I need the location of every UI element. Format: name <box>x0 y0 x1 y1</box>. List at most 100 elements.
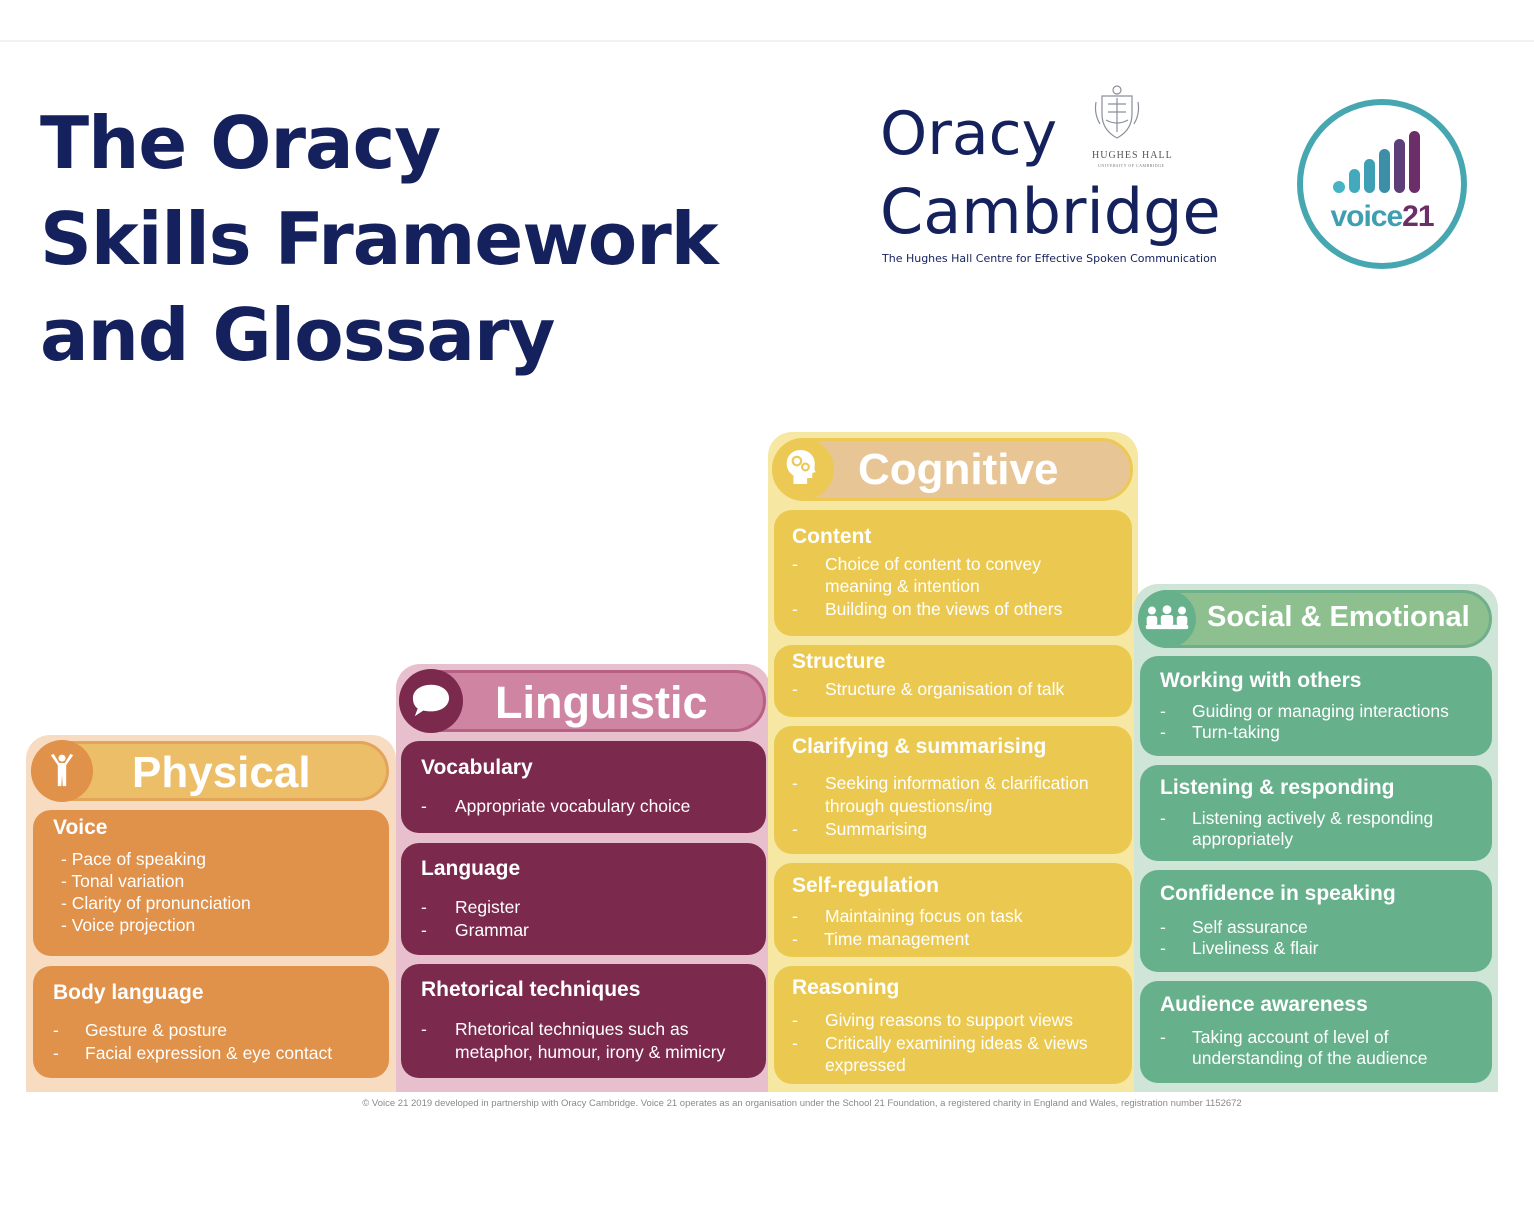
oracy-cambridge-logo: Oracy Cambridge The Hughes Hall Centre f… <box>880 85 1221 270</box>
bullet-dash: - <box>792 906 798 926</box>
language-item: Grammar <box>455 920 529 940</box>
rhetorical-item: metaphor, humour, irony & mimicry <box>455 1042 726 1062</box>
voice21-bars-icon <box>1333 131 1420 193</box>
audience-awareness-item: understanding of the audience <box>1192 1048 1428 1068</box>
self-regulation-item: Time management <box>824 929 970 949</box>
bullet-dash: - <box>1160 938 1166 958</box>
vocabulary-item: Appropriate vocabulary choice <box>455 796 691 816</box>
bullet-dash: - <box>1160 1027 1166 1047</box>
standing-person-icon <box>50 753 74 787</box>
voice-item: - Pace of speaking <box>61 849 206 869</box>
content-card-title: Content <box>792 525 872 548</box>
oracy-word: Oracy <box>880 99 1058 169</box>
confidence-in-speaking-card-title: Confidence in speaking <box>1160 882 1396 905</box>
reasoning-item: expressed <box>825 1055 906 1075</box>
content-item: meaning & intention <box>825 576 980 596</box>
body-language-card: Body language - Gesture & posture - Faci… <box>33 966 389 1078</box>
crest-caption: HUGHES HALL <box>1092 150 1173 161</box>
bullet-dash: - <box>792 819 798 839</box>
vocabulary-card: Vocabulary - Appropriate vocabulary choi… <box>401 741 766 833</box>
vocabulary-card-title: Vocabulary <box>421 756 533 779</box>
language-card: Language - Register - Grammar <box>401 843 766 955</box>
self-regulation-card: Self-regulation - Maintaining focus on t… <box>774 863 1132 957</box>
bullet-dash: - <box>421 920 427 940</box>
language-card-title: Language <box>421 857 521 880</box>
bullet-dash: - <box>1160 917 1166 937</box>
self-regulation-item: Maintaining focus on task <box>825 906 1023 926</box>
audience-awareness-card: Audience awareness - Taking account of l… <box>1140 981 1492 1083</box>
bullet-dash: - <box>421 897 427 917</box>
body-language-item: Gesture & posture <box>85 1020 228 1040</box>
group-of-people-icon <box>1145 605 1189 630</box>
reasoning-item: Giving reasons to support views <box>825 1010 1074 1030</box>
working-with-others-item: Turn-taking <box>1192 722 1280 742</box>
bullet-dash: - <box>1160 808 1166 828</box>
content-item: Choice of content to convey <box>825 554 1041 574</box>
listening-responding-card-title: Listening & responding <box>1160 776 1395 799</box>
body-language-item: Facial expression & eye contact <box>85 1043 333 1063</box>
head-with-gears-icon <box>786 450 816 484</box>
structure-card: Structure - Structure & organisation of … <box>774 645 1132 717</box>
structure-card-title: Structure <box>792 650 886 673</box>
listening-responding-item: appropriately <box>1192 829 1294 849</box>
voice21-logo: voice21 <box>1297 99 1467 269</box>
clarifying-item: Seeking information & clarification <box>825 773 1089 793</box>
clarifying-summarising-card: Clarifying & summarising - Seeking infor… <box>774 726 1132 854</box>
linguistic-header: Linguistic <box>399 669 766 733</box>
page-title: The Oracy Skills Framework and Glossary <box>40 95 719 383</box>
social-emotional-header: Social & Emotional <box>1138 590 1492 648</box>
voice-item: - Voice projection <box>61 915 196 935</box>
linguistic-heading: Linguistic <box>495 677 708 728</box>
bullet-dash: - <box>1160 722 1166 742</box>
physical-header: Physical <box>31 740 389 802</box>
bullet-dash: - <box>792 679 798 699</box>
reasoning-card: Reasoning - Giving reasons to support vi… <box>774 966 1132 1084</box>
social-emotional-heading: Social & Emotional <box>1207 601 1470 633</box>
audience-awareness-item: Taking account of level of <box>1192 1027 1389 1047</box>
social-icon-disc <box>1138 590 1196 648</box>
voice21-word-voice: voice <box>1330 200 1403 233</box>
working-with-others-card-title: Working with others <box>1160 669 1362 692</box>
hughes-hall-crest-icon <box>1094 85 1140 139</box>
structure-item: Structure & organisation of talk <box>825 679 1065 699</box>
bullet-dash: - <box>421 1019 427 1039</box>
body-language-card-title: Body language <box>53 981 204 1004</box>
rhetorical-techniques-card-title: Rhetorical techniques <box>421 978 641 1001</box>
bullet-dash: - <box>792 1010 798 1030</box>
voice-card: Voice - Pace of speaking - Tonal variati… <box>33 810 389 956</box>
clarifying-summarising-card-title: Clarifying & summarising <box>792 735 1047 758</box>
self-regulation-card-title: Self-regulation <box>792 874 940 897</box>
cambridge-word: Cambridge <box>880 175 1221 248</box>
speech-bubble-icon <box>412 684 450 717</box>
content-item: Building on the views of others <box>825 599 1063 619</box>
voice-card-title: Voice <box>53 816 108 839</box>
confidence-item: Liveliness & flair <box>1192 938 1319 958</box>
confidence-in-speaking-card: Confidence in speaking - Self assurance … <box>1140 870 1492 972</box>
bullet-dash: - <box>421 796 427 816</box>
oracy-cambridge-subtitle: The Hughes Hall Centre for Effective Spo… <box>882 252 1217 265</box>
listening-responding-item: Listening actively & responding <box>1192 808 1434 828</box>
physical-heading: Physical <box>132 748 311 797</box>
clarifying-item: through questions/ing <box>825 796 993 816</box>
physical-icon-disc <box>31 740 93 802</box>
rhetorical-item: Rhetorical techniques such as <box>455 1019 689 1039</box>
cognitive-header: Cognitive <box>772 438 1133 501</box>
bullet-dash: - <box>792 929 798 949</box>
audience-awareness-card-title: Audience awareness <box>1160 993 1368 1016</box>
voice-item: - Tonal variation <box>61 871 185 891</box>
working-with-others-card: Working with others - Guiding or managin… <box>1140 656 1492 756</box>
content-card: Content - Choice of content to convey me… <box>774 510 1132 636</box>
reasoning-item: Critically examining ideas & views <box>825 1033 1088 1053</box>
title-line-2: Skills Framework <box>40 197 719 281</box>
linguistic-icon-disc <box>399 669 463 733</box>
bullet-dash: - <box>1160 701 1166 721</box>
working-with-others-item: Guiding or managing interactions <box>1192 701 1449 721</box>
confidence-item: Self assurance <box>1192 917 1308 937</box>
bullet-dash: - <box>53 1020 59 1040</box>
bullet-dash: - <box>53 1043 59 1063</box>
voice21-word-number: 21 <box>1402 200 1434 233</box>
bullet-dash: - <box>792 773 798 793</box>
crest-subcaption: UNIVERSITY OF CAMBRIDGE <box>1098 163 1165 168</box>
reasoning-card-title: Reasoning <box>792 976 900 999</box>
bullet-dash: - <box>792 1033 798 1053</box>
